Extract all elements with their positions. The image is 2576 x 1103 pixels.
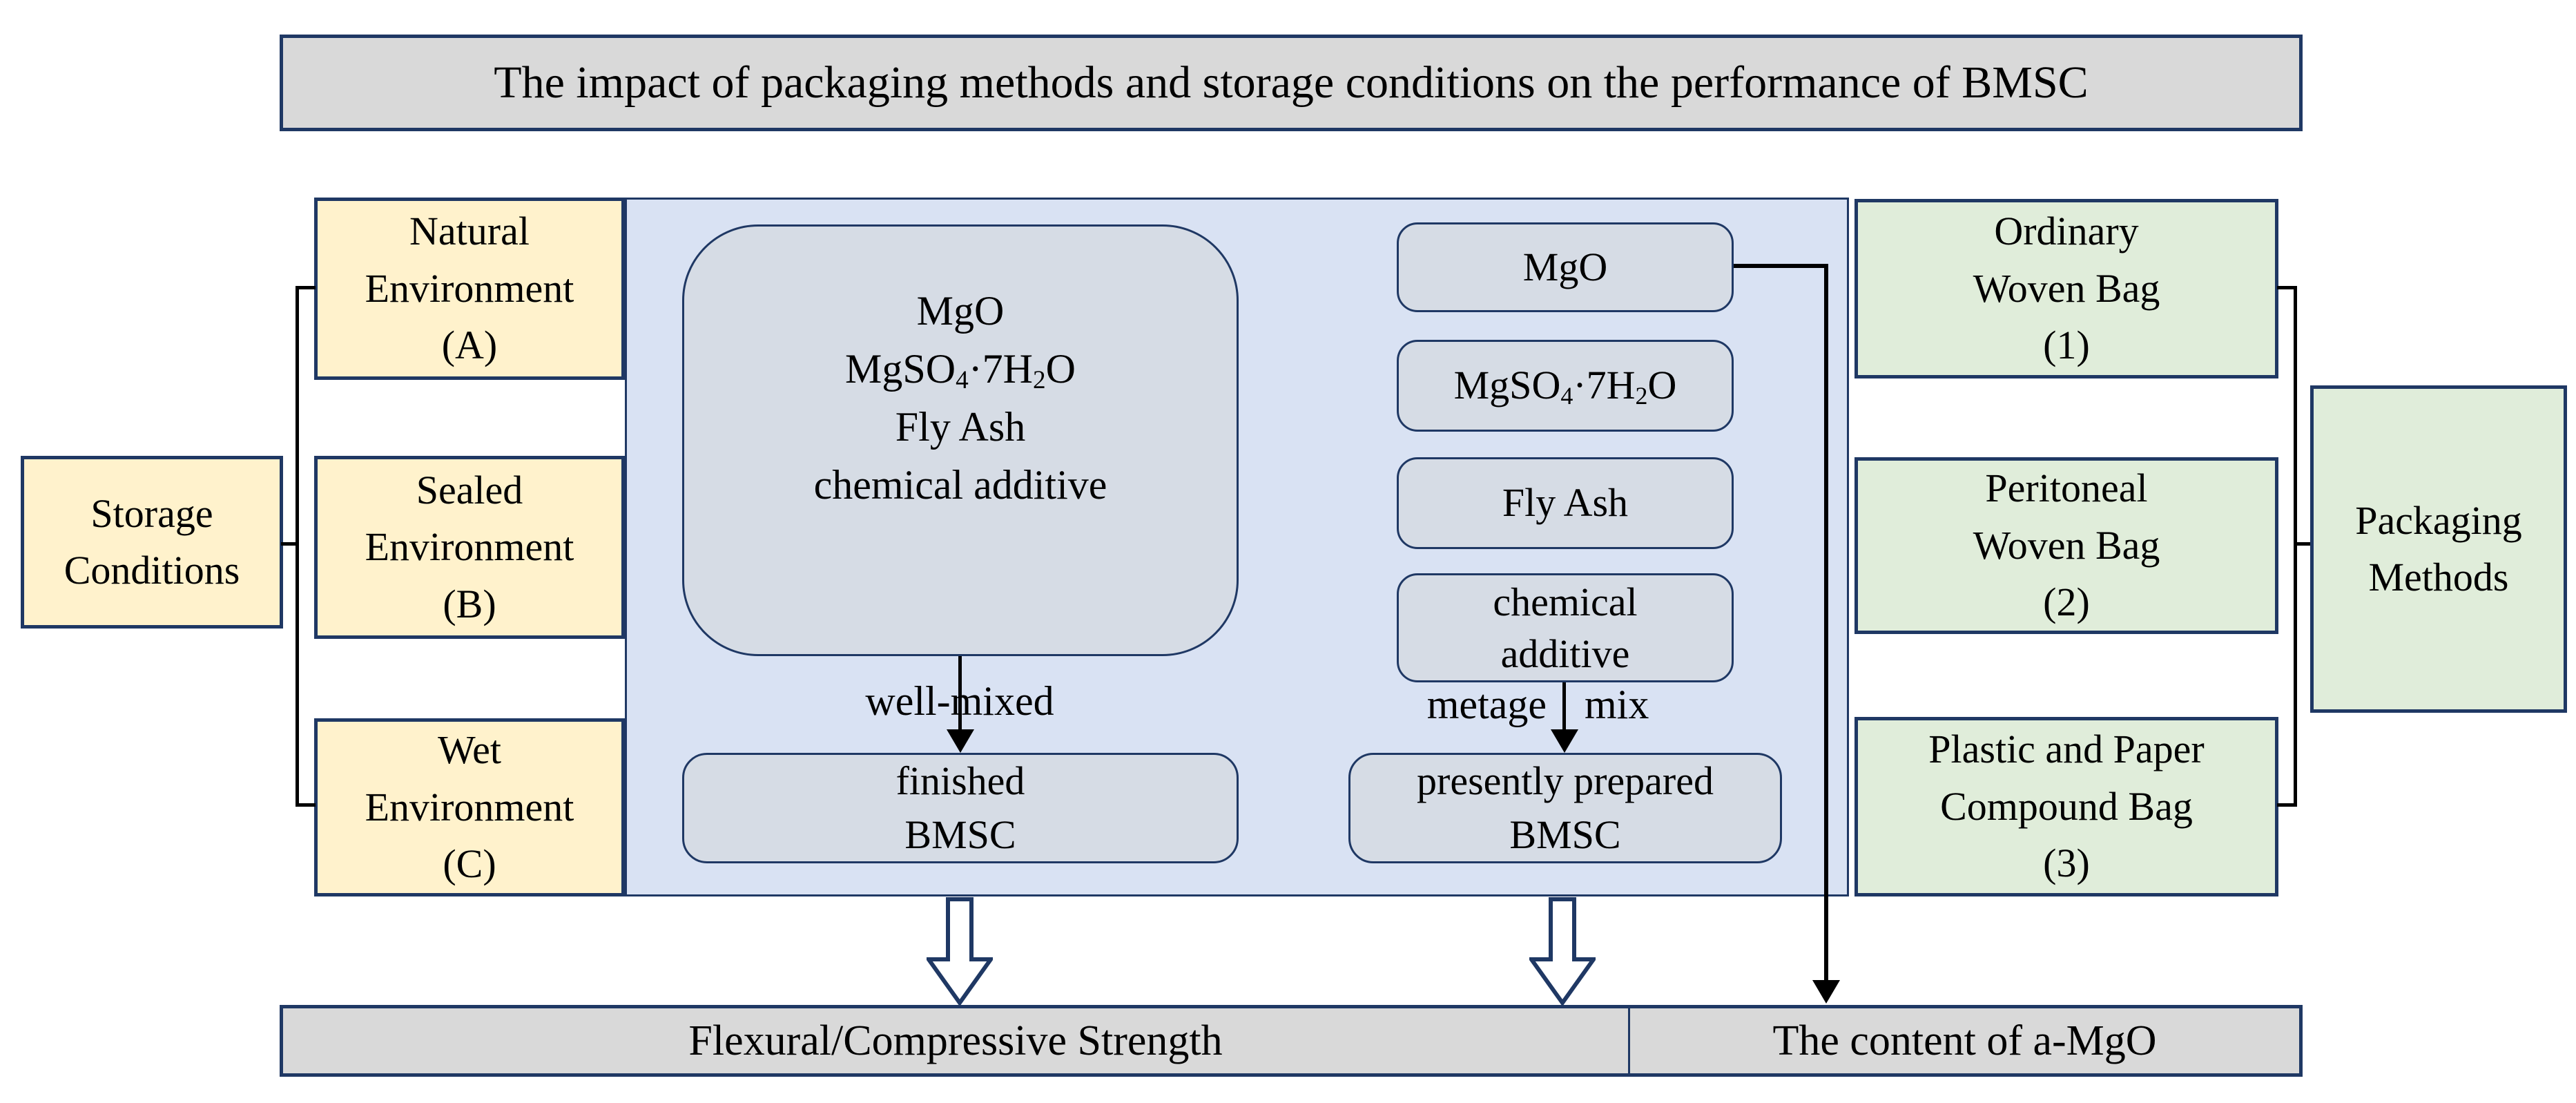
ingredient-box-flyash: Fly Ash — [1397, 457, 1734, 549]
mixture-line-flyash: Fly Ash — [895, 404, 1026, 450]
mixture-line-mgo: MgO — [916, 288, 1005, 334]
results-divider — [1628, 1008, 1630, 1073]
bag-box-ordinary: Ordinary Woven Bag (1) — [1854, 199, 2278, 378]
mgo-content-connector-head — [1812, 980, 1840, 1004]
ingredient-box-mgo: MgO — [1397, 222, 1734, 312]
bag-box-compound: Plastic and Paper Compound Bag (3) — [1854, 717, 2278, 896]
left-bracket-bottom-stub — [297, 803, 316, 807]
right-bracket-top-stub — [2277, 286, 2296, 289]
well-mixed-arrow-head — [947, 729, 974, 753]
mixture-line-additive: chemical additive — [813, 462, 1107, 508]
well-mixed-arrow-stem — [958, 656, 962, 732]
mix-label: mix — [1585, 682, 1649, 727]
metage-mix-arrow-stem — [1562, 682, 1566, 732]
mgo-content-connector-vertical — [1824, 264, 1828, 980]
ingredient-box-mgso4: MgSO4·7H2O — [1397, 340, 1734, 432]
right-bracket-middle-stub — [2295, 542, 2312, 546]
env-box-wet: Wet Environment (C) — [314, 718, 625, 896]
ingredient-box-additive: chemical additive — [1397, 573, 1734, 682]
env-box-natural: Natural Environment (A) — [314, 198, 625, 380]
strength-result-cell: Flexural/Compressive Strength — [688, 1017, 1223, 1064]
right-bracket-bottom-stub — [2277, 803, 2296, 807]
ingredient-formula: MgSO4·7H2O — [1453, 363, 1677, 410]
bag-box-peritoneal: Peritoneal Woven Bag (2) — [1854, 457, 2278, 634]
metage-label: metage — [1426, 682, 1547, 727]
packaging-methods-box: Packaging Methods — [2310, 385, 2567, 713]
metage-mix-arrow-head — [1551, 729, 1578, 753]
mgo-content-result-cell: The content of a-MgO — [1772, 1017, 2157, 1064]
strength-arrow-prepared — [1529, 897, 1596, 1005]
prepared-bmsc-box: presently prepared BMSC — [1348, 753, 1782, 863]
mixture-box: MgO MgSO4·7H2O Fly Ash chemical additive — [682, 224, 1239, 656]
right-bracket-vertical-line — [2294, 286, 2297, 807]
well-mixed-label: well-mixed — [865, 678, 1054, 724]
finished-bmsc-box: finished BMSC — [682, 753, 1239, 863]
left-bracket-top-stub — [297, 286, 316, 289]
strength-arrow-finished — [927, 897, 993, 1005]
left-bracket-vertical-line — [296, 286, 299, 807]
env-box-sealed: Sealed Environment (B) — [314, 456, 625, 639]
mgo-content-connector-horizontal — [1734, 264, 1828, 268]
results-bar: Flexural/Compressive Strength The conten… — [280, 1005, 2303, 1077]
storage-conditions-box: Storage Conditions — [21, 456, 283, 629]
left-bracket-middle-stub — [281, 542, 298, 546]
title-box: The impact of packaging methods and stor… — [280, 35, 2303, 131]
mixture-line-formula: MgSO4·7H2O — [845, 346, 1076, 395]
